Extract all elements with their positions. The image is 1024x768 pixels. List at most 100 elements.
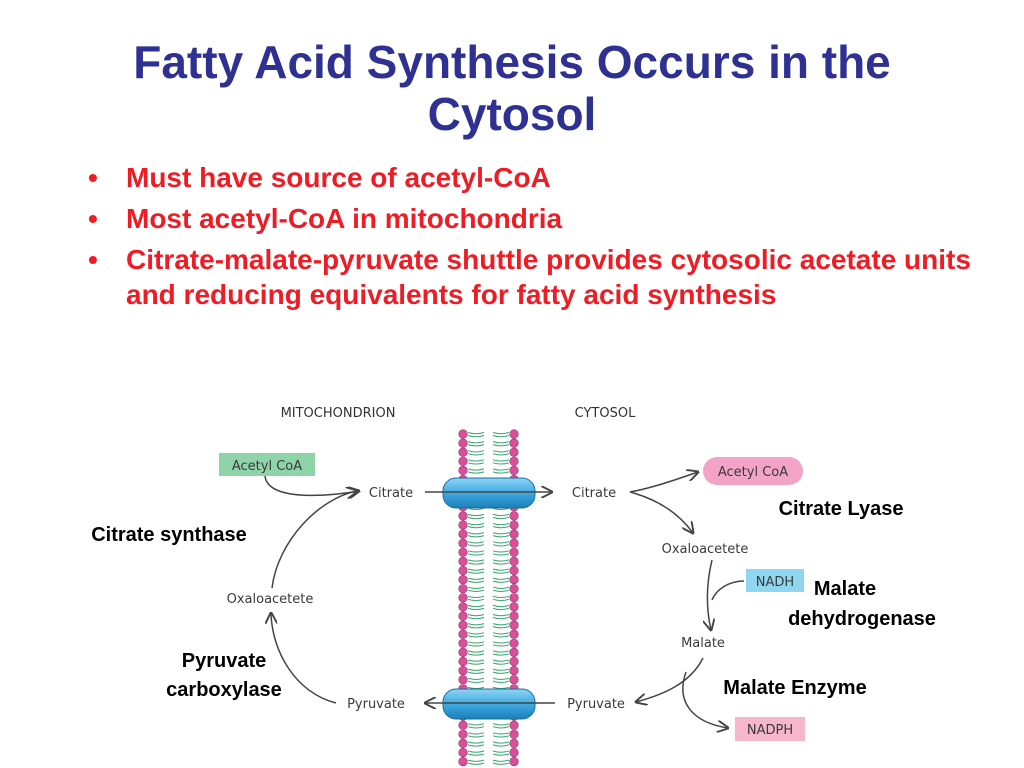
lipid-tails [467,650,510,656]
lipid-head [509,747,519,758]
title-line-2: Cytosol [427,88,597,140]
lipid-head [458,647,468,658]
lipid-tails [467,559,510,565]
lipid-head [509,529,519,539]
lipid-head [509,720,519,730]
lipid-head [458,456,468,466]
mito-pyruvate-label: Pyruvate [347,697,405,712]
mitochondrion-header: MITOCHONDRION [281,406,396,421]
lipid-tails [467,659,510,665]
bullet-item: Most acetyl-CoA in mitochondria [88,201,998,236]
lipid-head [458,675,468,685]
lipid-head [509,575,519,585]
lipid-head [509,638,519,648]
lipid-tails [467,595,510,602]
lipid-head [458,529,468,539]
citrate-transporter [442,477,536,509]
arrow-oxaloacetate-to-malate [707,559,712,630]
lipid-tails [467,732,510,738]
bullet-item: Citrate-malate-pyruvate shuttle provides… [88,242,998,312]
lipid-tails [467,586,510,592]
lipid-tails [467,741,510,747]
lipid-head [458,447,468,457]
malate-dehydrogenase-label-2: dehydrogenase [788,608,936,630]
lipid-head [509,629,519,639]
lipid-head [509,511,519,521]
lipid-tails [467,614,510,620]
lipid-tails [467,432,510,438]
lipid-tails [467,541,510,547]
lipid-tails [467,668,510,674]
lipid-tails [467,441,510,447]
acetyl-coa-mito-box [219,453,315,476]
lipid-head [458,465,468,475]
cyto-pyruvate-label: Pyruvate [567,697,625,712]
cyto-citrate-label: Citrate [572,486,616,501]
arrow-acetylcoa-to-citrate [264,475,359,495]
lipid-tails [467,550,510,556]
arrow-citrate-to-oxaloacetate [629,491,693,533]
acetyl-coa-mito-label: Acetyl CoA [232,459,302,474]
lipid-tails [467,513,510,520]
lipid-head [509,456,519,466]
citrate-lyase-label: Citrate Lyase [779,498,904,520]
nadph-box [735,717,805,741]
cyto-oxaloacetate-label: Oxaloacetete [662,542,749,557]
shuttle-diagram: MITOCHONDRION CYTOSOL Acetyl CoA Citrate… [91,406,936,767]
lipid-tails [467,468,510,474]
lipid-head [458,729,468,739]
lipid-head [458,656,468,667]
lipid-tails [467,450,510,456]
lipid-tails [467,459,510,465]
mito-citrate-label: Citrate [369,486,413,501]
lipid-tails [467,641,510,647]
lipid-head [509,757,519,767]
lipid-head [509,729,519,739]
lipid-head [509,447,519,457]
lipid-head [458,565,468,576]
lipid-head [509,538,519,548]
pyruvate-transporter [442,688,536,720]
lipid-head [458,547,468,557]
membrane-bilayer [458,429,519,767]
arrow-nadh-into-reaction [711,580,745,601]
malate-dehydrogenase-label-1: Malate [814,578,876,600]
lipid-head [509,584,519,594]
lipid-head [458,638,468,648]
lipid-head [509,565,519,576]
lipid-head [458,520,468,530]
bullet-item: Must have source of acetyl-CoA [88,160,998,195]
lipid-head [458,629,468,639]
lipid-head [458,720,468,730]
lipid-head [458,666,468,676]
lipid-head [458,620,468,630]
nadh-box [746,569,804,592]
cyto-malate-label: Malate [681,636,725,651]
pyruvate-carboxylase-label-2: carboxylase [166,679,282,701]
lipid-head [509,738,519,749]
title-line-1: Fatty Acid Synthesis Occurs in the [133,36,891,88]
lipid-head [458,584,468,594]
lipid-head [458,511,468,521]
lipid-head [458,538,468,548]
lipid-head [509,611,519,621]
lipid-head [458,429,468,439]
arrow-malate-to-pyruvate [636,657,704,702]
malate-enzyme-label: Malate Enzyme [723,677,866,699]
lipid-head [458,747,468,758]
arrow-oxaloacetate-to-citrate [271,491,357,589]
lipid-head [509,429,519,439]
lipid-head [458,593,468,603]
lipid-tails [467,532,510,538]
lipid-head [458,556,468,566]
lipid-tails [467,750,510,756]
lipid-head [509,647,519,658]
lipid-tails [467,677,510,683]
lipid-head [509,465,519,475]
lipid-head [458,611,468,621]
arrow-to-nadph [682,671,728,728]
nadph-label: NADPH [747,723,793,738]
lipid-head [509,620,519,630]
acetyl-coa-cyto-box [703,457,803,485]
lipid-head [509,593,519,603]
